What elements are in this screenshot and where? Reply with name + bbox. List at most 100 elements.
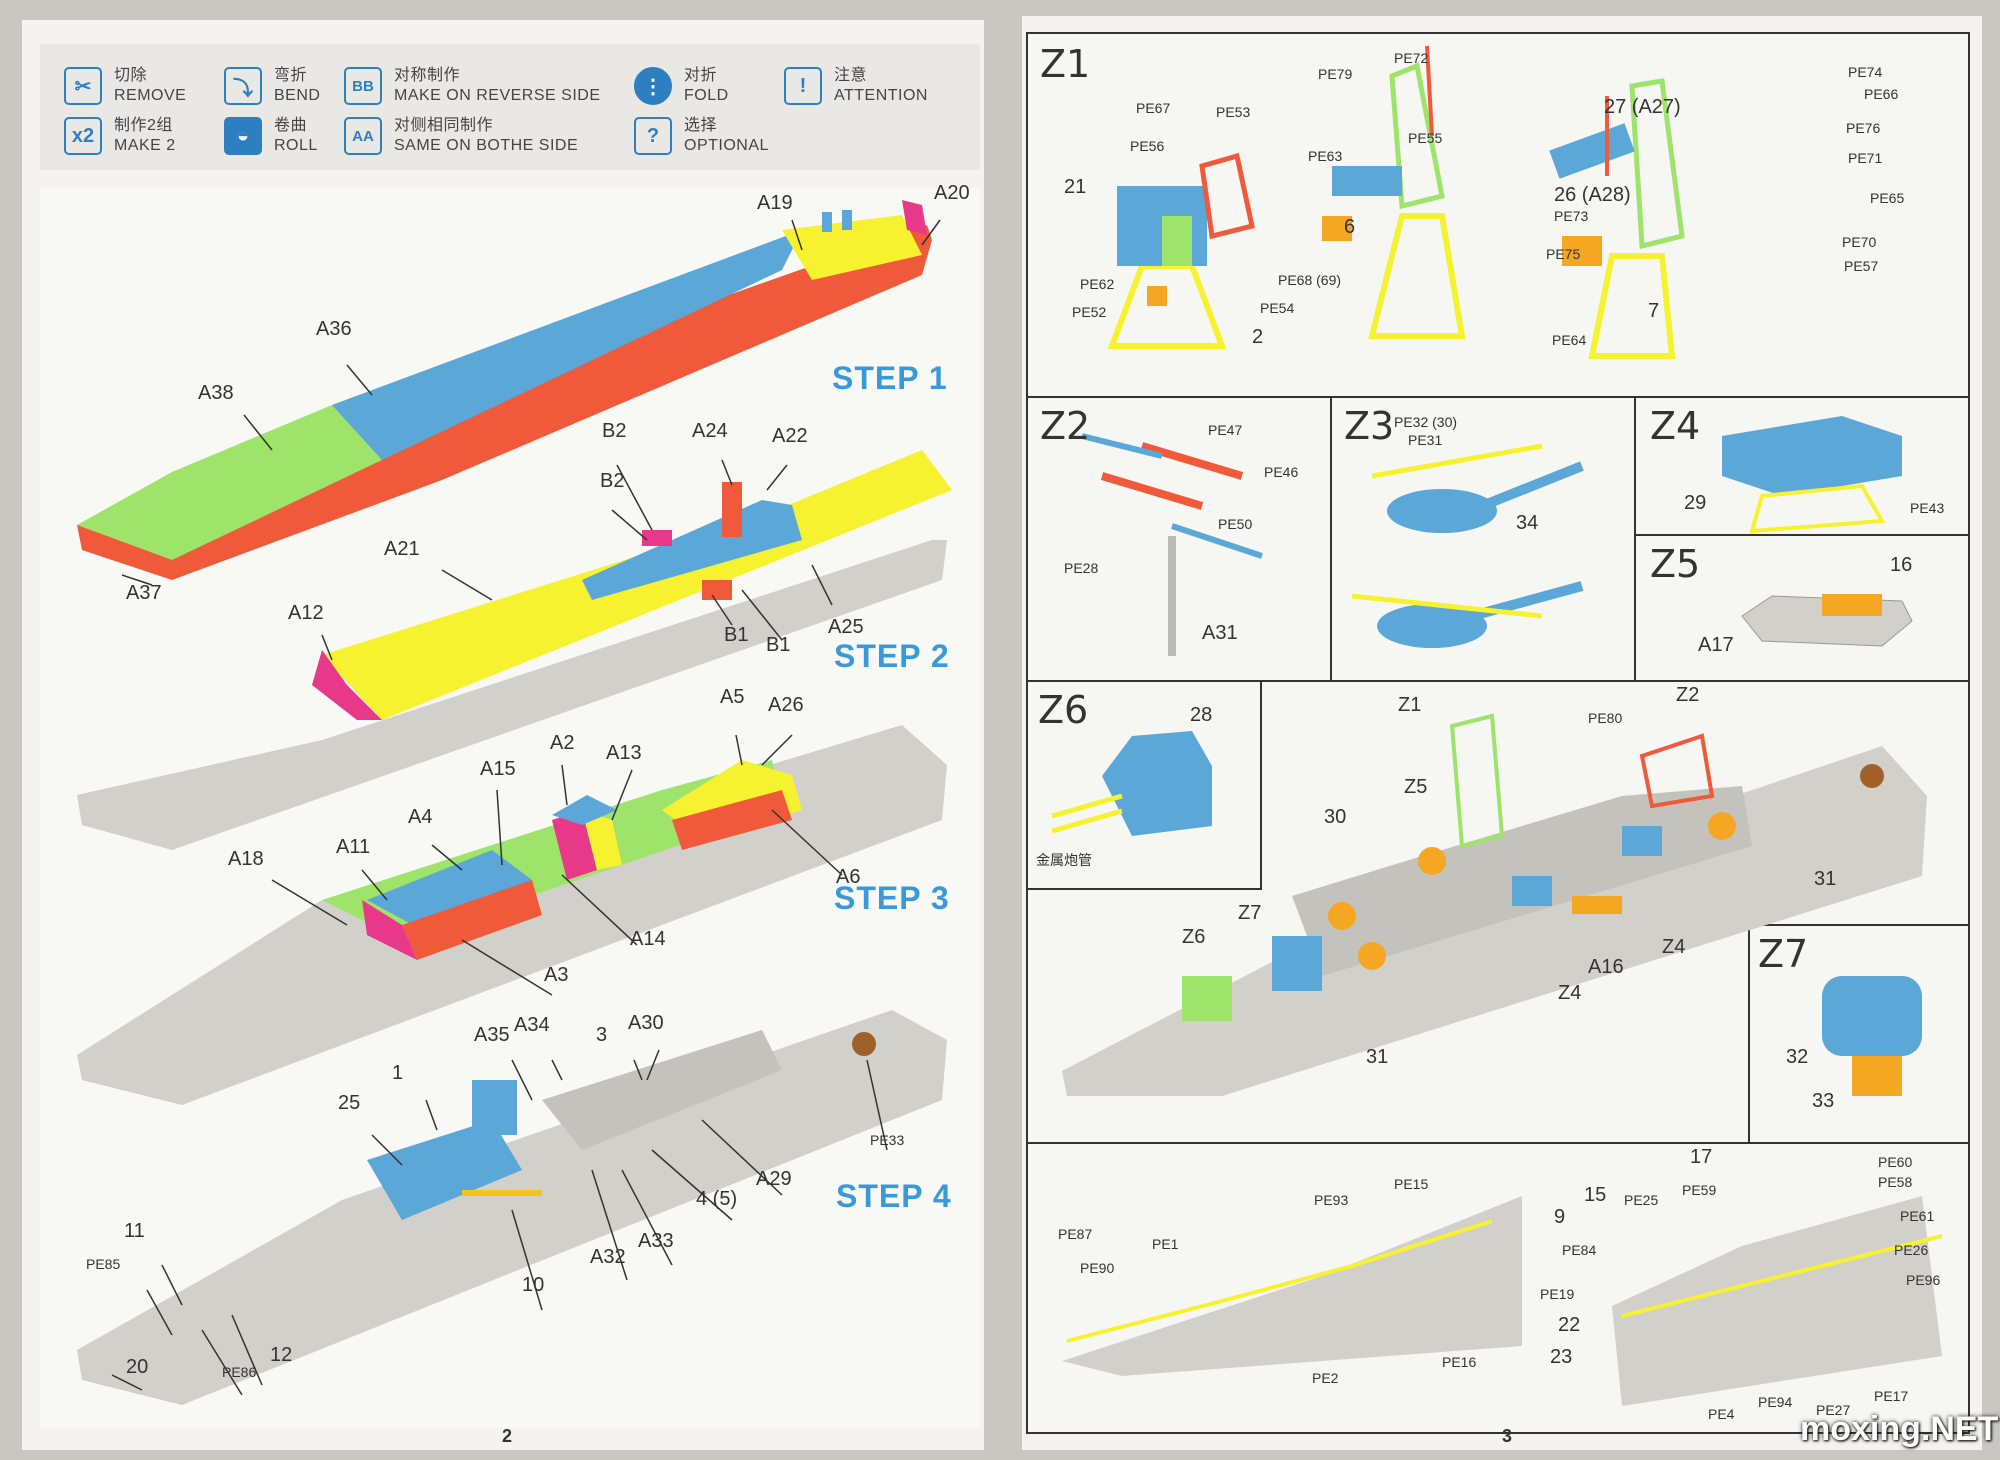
stern-deck-yellow xyxy=(782,215,922,280)
part-label: 3 xyxy=(596,1024,608,1046)
part-label: A6 xyxy=(836,866,861,888)
part-label: A25 xyxy=(828,616,864,638)
zone-title: Z7 xyxy=(1758,932,1809,976)
part-label: PE50 xyxy=(1218,516,1253,532)
mast-truss-yellow xyxy=(1368,213,1466,339)
part-label: 27 (A27) xyxy=(1604,96,1681,118)
part-label: PE65 xyxy=(1870,190,1905,206)
mast-frame-red xyxy=(1199,152,1255,240)
bow-bulwark-magenta xyxy=(312,650,382,720)
part-label: 23 xyxy=(1550,1346,1573,1368)
bow-deck-green xyxy=(77,405,382,560)
part-label: PE84 xyxy=(1562,1242,1597,1258)
part-label: 11 xyxy=(124,1220,145,1242)
mast-radar-blue xyxy=(1332,166,1402,196)
z5-boat xyxy=(1741,594,1913,647)
part-label: B1 xyxy=(766,634,791,656)
mirror-icon: BB xyxy=(344,67,382,105)
z7-launcher xyxy=(1822,976,1922,1096)
bridge-block-blue xyxy=(367,850,532,930)
part-label: PE86 xyxy=(222,1364,257,1380)
mast-orange xyxy=(1147,286,1167,306)
launcher-tubes xyxy=(1822,976,1922,1056)
part-label: 16 xyxy=(1890,554,1913,576)
part-label: 22 xyxy=(1558,1314,1581,1336)
z1-mast-left xyxy=(1107,152,1255,349)
superstructure-gray xyxy=(542,1030,782,1150)
part-label: A20 xyxy=(934,182,970,204)
part-label: Z6 xyxy=(1182,926,1206,948)
part-label: B2 xyxy=(602,420,627,442)
radar-red xyxy=(1639,733,1715,809)
part-label: 20 xyxy=(126,1356,149,1378)
zone-z2 xyxy=(1026,396,1332,682)
porthole xyxy=(1860,764,1884,788)
part-label: Z4 xyxy=(1662,936,1686,958)
part-label: PE56 xyxy=(1130,138,1165,154)
launcher-stand xyxy=(1749,483,1886,534)
railing-views xyxy=(1062,1196,1943,1406)
hull-gray xyxy=(77,1010,947,1405)
mast-green xyxy=(1162,216,1192,266)
launcher-box xyxy=(1722,416,1902,496)
launcher-blue xyxy=(1512,876,1552,906)
helicopter-tail xyxy=(1480,461,1584,511)
bend-icon: ⤵ xyxy=(224,67,262,105)
part-label: PE64 xyxy=(1552,332,1587,348)
part-label: PE57 xyxy=(1844,258,1879,274)
mast-orange xyxy=(1322,216,1352,241)
part-label: A13 xyxy=(606,742,642,764)
part-label: PE94 xyxy=(1758,1394,1793,1410)
turret-orange xyxy=(1418,847,1446,875)
part-label: PE90 xyxy=(1080,1260,1115,1276)
assembly-hull xyxy=(1062,713,1927,1096)
part-label: A18 xyxy=(228,848,264,870)
part-label: A21 xyxy=(384,538,420,560)
z4-launcher xyxy=(1722,416,1902,534)
zone-title: Z5 xyxy=(1650,542,1701,586)
part-label: PE76 xyxy=(1846,120,1881,136)
same-side-icon: AA xyxy=(344,117,382,155)
porthole xyxy=(852,1032,876,1056)
part-label: A30 xyxy=(628,1012,664,1034)
helicopter-rotor xyxy=(1371,443,1543,479)
helicopter-body xyxy=(1387,489,1497,533)
part-label: PE63 xyxy=(1308,148,1343,164)
zone-title: Z2 xyxy=(1040,404,1091,448)
part-label: PE17 xyxy=(1874,1388,1909,1404)
steps-drawing xyxy=(77,200,952,1405)
part-label: 34 xyxy=(1516,512,1539,534)
gun-barrel xyxy=(1051,808,1123,834)
zones-drawing xyxy=(1051,45,1943,1406)
part-label: PE79 xyxy=(1318,66,1353,82)
part-label: A16 xyxy=(1588,956,1624,978)
part-label: B2 xyxy=(600,470,625,492)
step3-hull xyxy=(77,725,947,1105)
part-label: PE74 xyxy=(1848,64,1883,80)
part-label: 2 xyxy=(1252,326,1264,348)
page-right: Z1 Z2 Z3 Z4 Z5 Z6 Z7 PE72 PE79 PE74 PE66… xyxy=(1022,16,1982,1450)
part-label: PE67 xyxy=(1136,100,1171,116)
part-label: 28 xyxy=(1190,704,1213,726)
part-label: PE93 xyxy=(1314,1192,1349,1208)
part-label: PE28 xyxy=(1064,560,1099,576)
turret-body xyxy=(1102,731,1212,836)
part-label: 21 xyxy=(1064,176,1087,198)
part-label: PE62 xyxy=(1080,276,1115,292)
leader-lines xyxy=(111,219,941,1396)
radar-red xyxy=(1100,472,1204,510)
part-label: PE2 xyxy=(1312,1370,1339,1386)
turret-orange xyxy=(1328,902,1356,930)
page-number-right: 3 xyxy=(1502,1426,1513,1446)
z6-turret xyxy=(1051,731,1212,836)
hull-gray xyxy=(77,540,947,850)
helicopter-rotor xyxy=(1351,593,1543,619)
mast-green xyxy=(1629,78,1685,250)
part-label: A38 xyxy=(198,382,234,404)
page-number-left: 2 xyxy=(502,1426,513,1446)
